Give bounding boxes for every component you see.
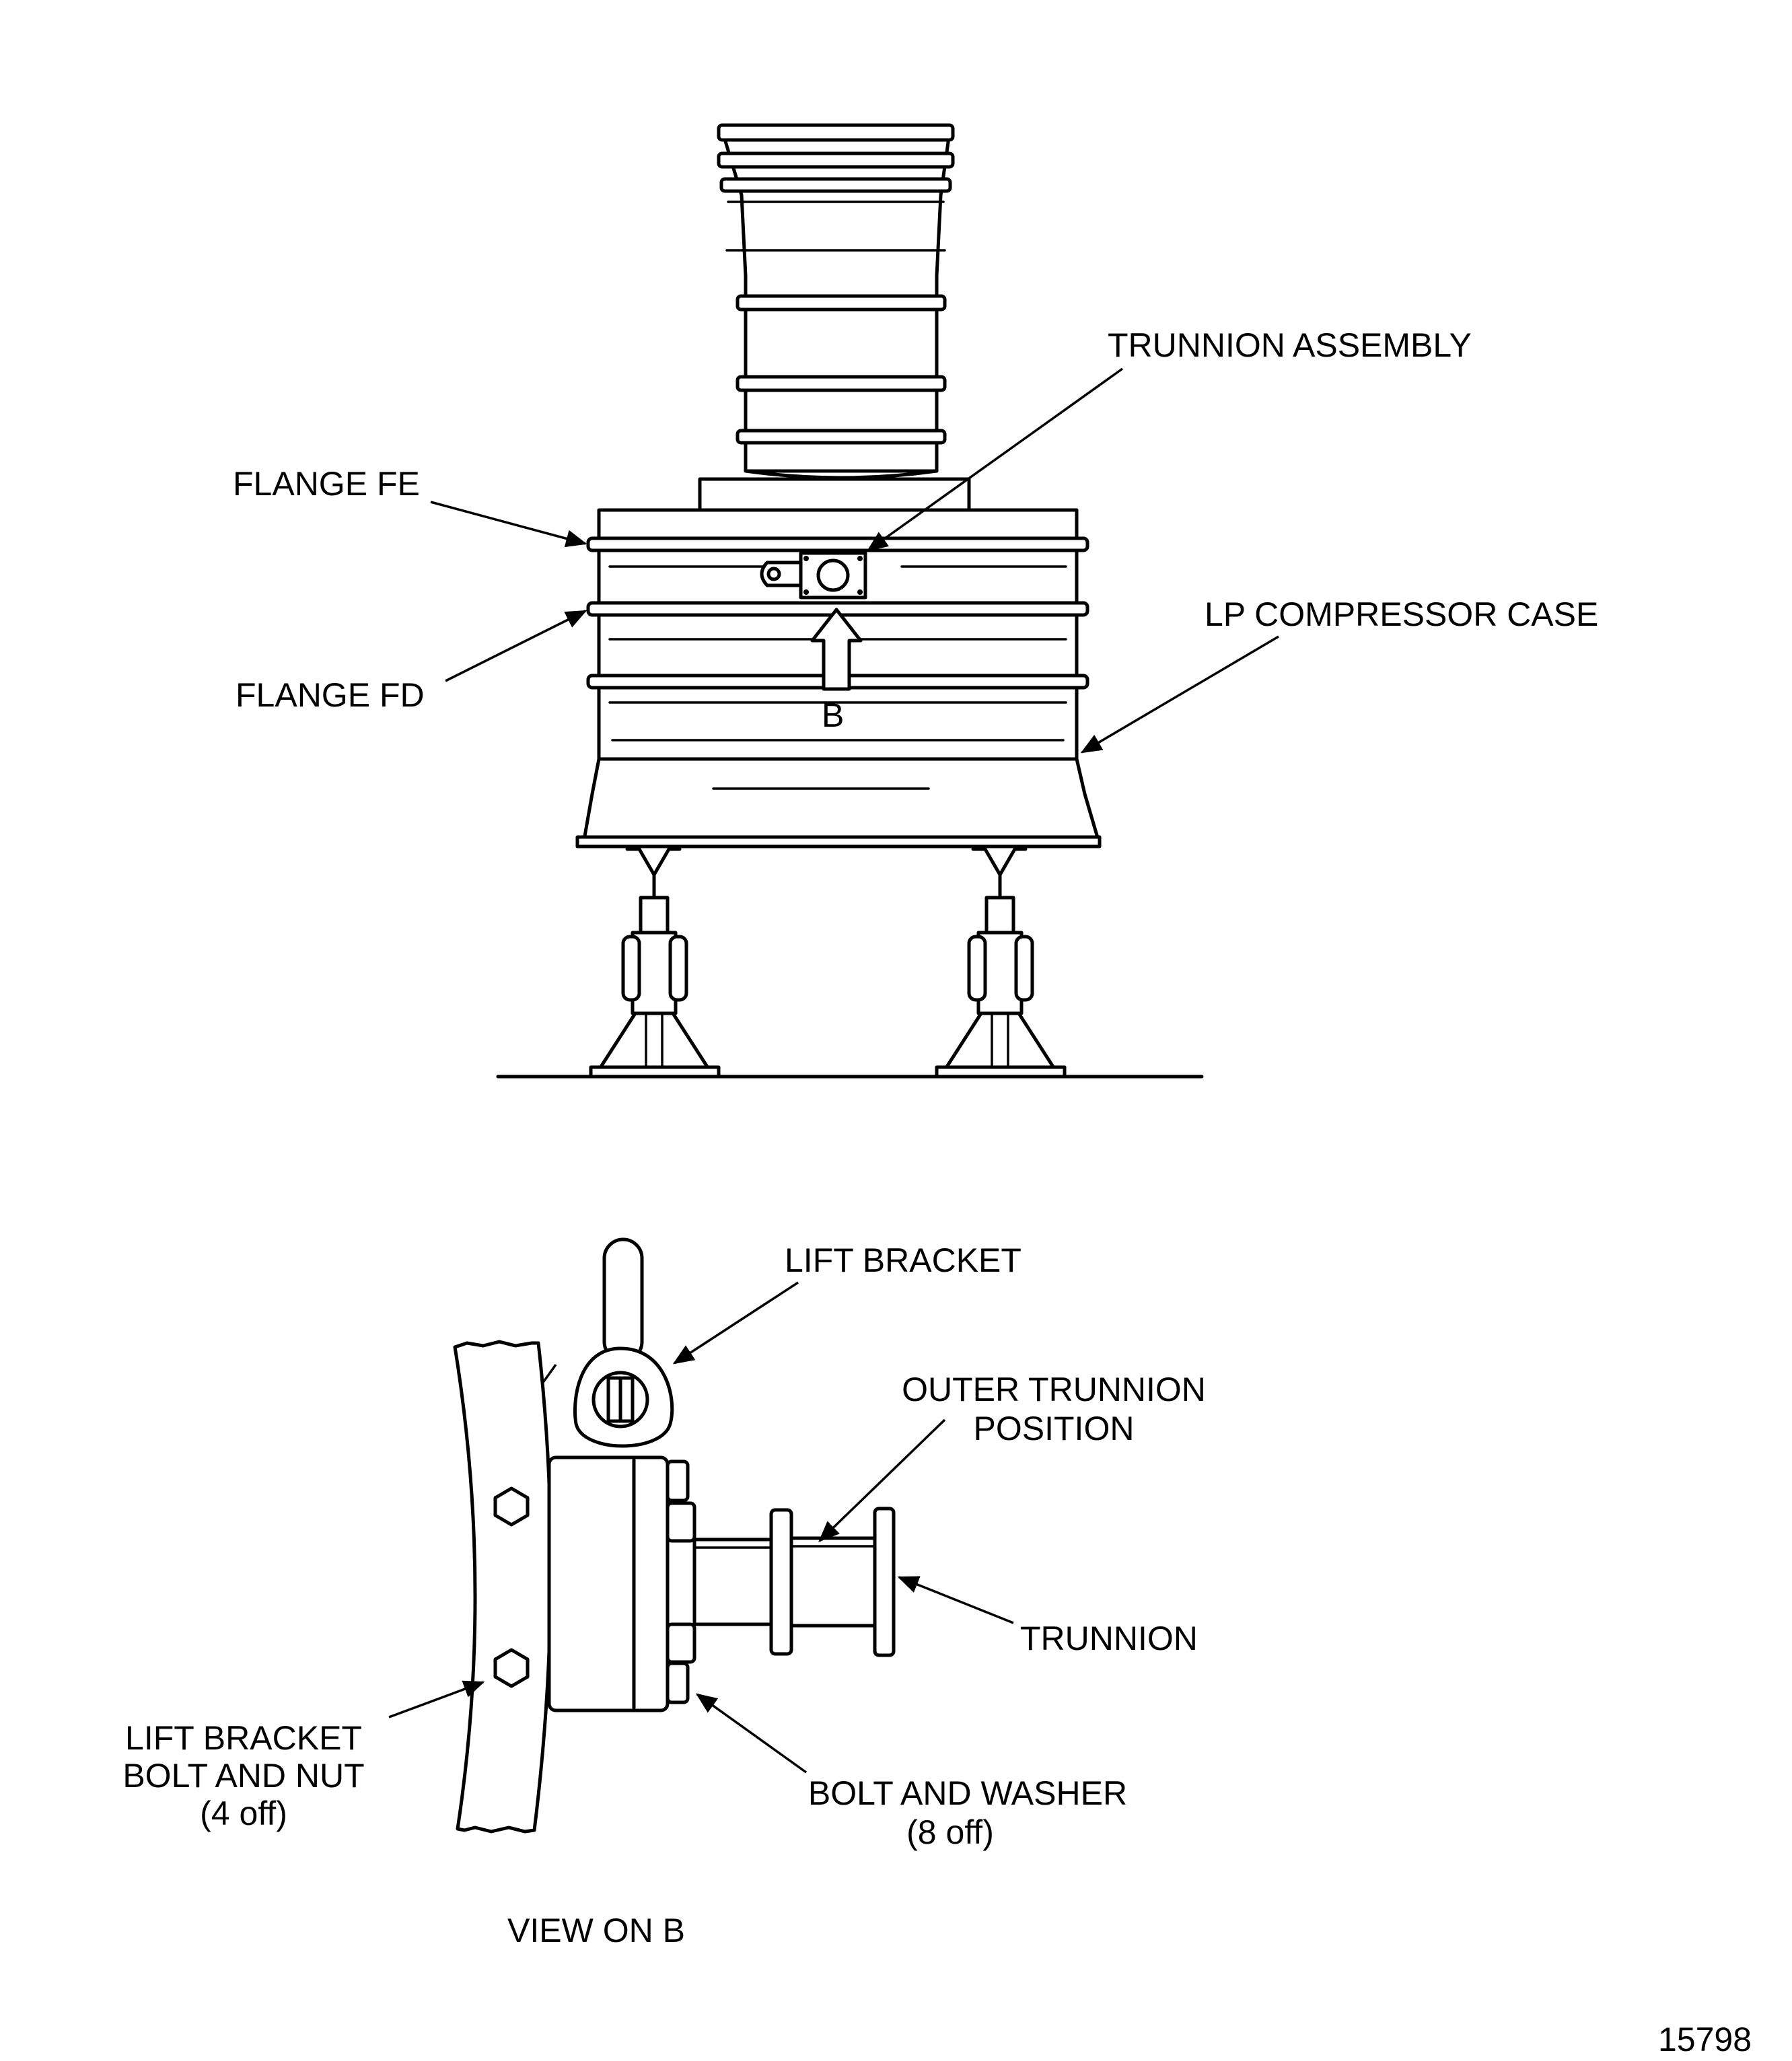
detail-view-leaders	[388, 1281, 1014, 1774]
label-trunnion-assembly: TRUNNION ASSEMBLY	[1108, 326, 1472, 364]
label-lift-bracket-bolt-qty: (4 off)	[200, 1795, 287, 1832]
caption-view-on-b: VIEW ON B	[507, 1912, 685, 1949]
label-lift-bracket-bolt-line1: LIFT BRACKET	[125, 1719, 362, 1757]
trunnion	[692, 1507, 896, 1657]
label-view-letter-b: B	[822, 696, 844, 734]
case-section	[453, 1340, 553, 1834]
label-flange-fe: FLANGE FE	[233, 465, 420, 503]
label-lift-bracket-bolt-line2: BOLT AND NUT	[122, 1757, 364, 1795]
trunnion-body	[547, 1455, 696, 1712]
case-bolt-head-lower	[493, 1648, 530, 1688]
figure-number: 15798	[1658, 2021, 1752, 2058]
support-stand-left	[589, 847, 721, 1079]
upper-duct	[698, 123, 971, 519]
view-b-arrow	[810, 608, 863, 691]
label-bolt-and-washer-qty: (8 off)	[906, 1813, 994, 1851]
label-outer-trunnion-position-line1: OUTER TRUNNION	[902, 1371, 1206, 1408]
lp-compressor-assembly	[496, 123, 1204, 1079]
label-lp-compressor-case: LP COMPRESSOR CASE	[1205, 595, 1598, 633]
lift-bracket	[573, 1237, 674, 1448]
lp-compressor-case	[575, 508, 1102, 848]
support-stand-right	[935, 847, 1067, 1079]
label-lift-bracket: LIFT BRACKET	[785, 1241, 1022, 1279]
case-bolt-head-upper	[493, 1486, 530, 1527]
detail-view-b	[453, 1237, 896, 1834]
trunnion-assembly	[760, 551, 867, 600]
label-trunnion: TRUNNION	[1020, 1620, 1198, 1657]
label-flange-fd: FLANGE FD	[236, 676, 425, 714]
label-bolt-and-washer: BOLT AND WASHER	[808, 1774, 1127, 1812]
top-view-leaders	[430, 367, 1279, 754]
label-outer-trunnion-position-line2: POSITION	[974, 1410, 1135, 1447]
